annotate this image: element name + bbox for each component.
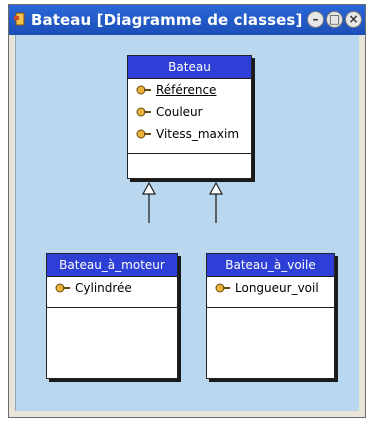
title-bar[interactable]: Bateau [Diagramme de classes] – □ ×: [9, 5, 365, 35]
class-name: Bateau_à_moteur: [47, 254, 177, 276]
attribute-longueur-voil[interactable]: Longueur_voil: [207, 277, 334, 299]
window-title: Bateau [Diagramme de classes]: [31, 11, 303, 29]
maximize-button[interactable]: □: [326, 11, 343, 28]
attribute-label: Vitess_maxim: [156, 127, 240, 141]
diagram-window: Bateau [Diagramme de classes] – □ × Bate…: [8, 4, 366, 418]
class-bateau[interactable]: Bateau Référence Couleur Vitess_maxim: [127, 55, 252, 179]
minimize-icon: –: [312, 12, 319, 26]
attribute-label: Couleur: [156, 105, 203, 119]
attribute-couleur[interactable]: Couleur: [128, 101, 251, 123]
close-button[interactable]: ×: [345, 11, 362, 28]
attribute-reference[interactable]: Référence: [128, 79, 251, 101]
class-name: Bateau_à_voile: [207, 254, 334, 276]
class-icon: [14, 12, 25, 26]
attribute-key-icon: [136, 129, 151, 139]
inheritance-arrow-icon: [208, 181, 224, 195]
inheritance-links: [141, 181, 224, 223]
maximize-icon: □: [328, 12, 341, 26]
close-icon: ×: [348, 12, 359, 26]
inheritance-arrow-icon: [141, 181, 157, 195]
attribute-label: Longueur_voil: [235, 281, 319, 295]
attribute-cylindree[interactable]: Cylindrée: [47, 277, 177, 299]
attribute-label: Cylindrée: [75, 281, 132, 295]
class-bateau-a-moteur[interactable]: Bateau_à_moteur Cylindrée: [46, 253, 178, 379]
minimize-button[interactable]: –: [307, 11, 324, 28]
attribute-vitess-maxim[interactable]: Vitess_maxim: [128, 123, 251, 145]
attribute-key-icon: [55, 283, 70, 293]
class-bateau-a-voile[interactable]: Bateau_à_voile Longueur_voil: [206, 253, 335, 379]
diagram-canvas[interactable]: Bateau Référence Couleur Vitess_maxim Ba…: [15, 35, 359, 411]
class-name: Bateau: [128, 56, 251, 78]
attribute-key-icon: [215, 283, 230, 293]
attribute-key-icon: [136, 85, 151, 95]
attribute-key-icon: [136, 107, 151, 117]
attribute-label: Référence: [156, 83, 217, 97]
